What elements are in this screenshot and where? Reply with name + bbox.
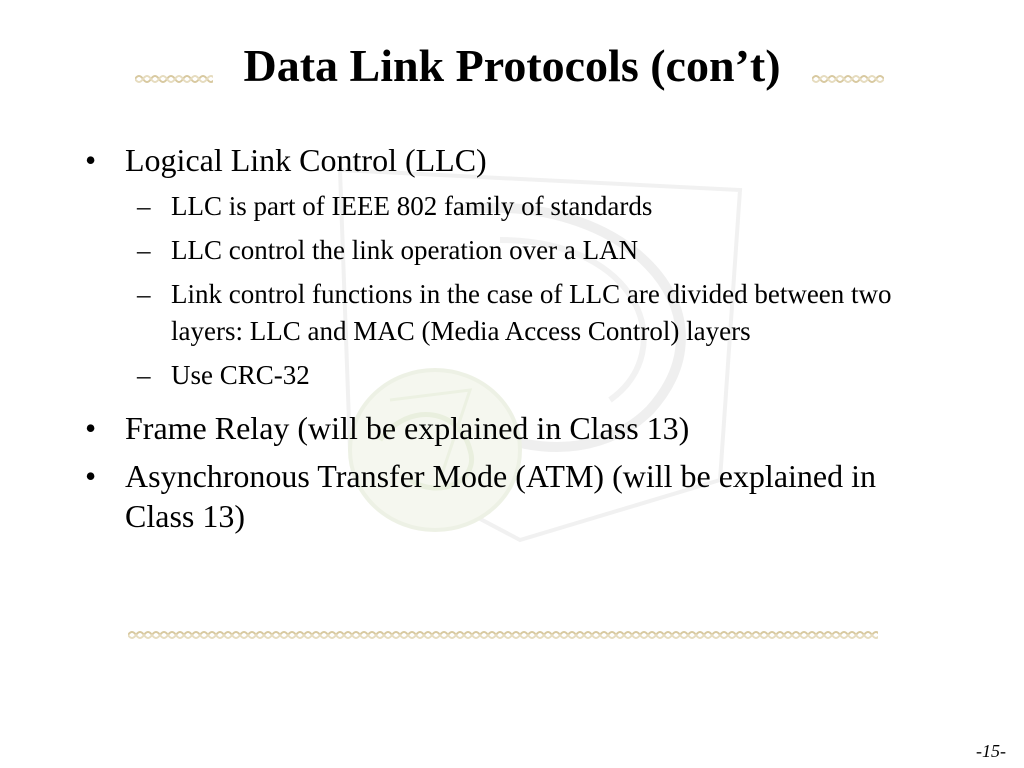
bullet-frame-relay: • Frame Relay (will be explained in Clas… [85,408,925,448]
bullet-text: Asynchronous Transfer Mode (ATM) (will b… [125,458,876,534]
sub-bullet-text: Link control functions in the case of LL… [171,279,892,346]
slide-title: Data Link Protocols (con’t) [243,40,781,91]
sub-bullet: – LLC is part of IEEE 802 family of stan… [85,188,931,225]
rope-divider-top-left [135,75,213,83]
sub-bullet: – LLC control the link operation over a … [85,232,931,269]
bullet-text: Frame Relay (will be explained in Class … [125,410,690,446]
sub-bullet: – Link control functions in the case of … [85,276,931,350]
dash-marker: – [137,279,151,309]
bullet-atm: • Asynchronous Transfer Mode (ATM) (will… [85,456,925,536]
sub-bullet-text: LLC control the link operation over a LA… [171,235,639,265]
bullet-llc: • Logical Link Control (LLC) [85,140,925,180]
rope-divider-top-right [812,75,884,83]
sub-bullet-text: LLC is part of IEEE 802 family of standa… [171,191,653,221]
slide-body: • Logical Link Control (LLC) – LLC is pa… [85,140,925,544]
dash-marker: – [137,360,151,390]
rope-divider-bottom [128,631,878,639]
sub-bullet: – Use CRC-32 [85,357,931,394]
bullet-marker: • [85,142,97,178]
globe-and-swoosh-watermark-icon [337,167,743,543]
bullet-marker: • [85,458,97,494]
bullet-text: Logical Link Control (LLC) [125,142,487,178]
page-number: -15- [976,741,1006,761]
sub-bullet-text: Use CRC-32 [171,360,310,390]
dash-marker: – [137,191,151,221]
dash-marker: – [137,235,151,265]
bullet-marker: • [85,410,97,446]
llc-sub-list: – LLC is part of IEEE 802 family of stan… [85,188,925,394]
